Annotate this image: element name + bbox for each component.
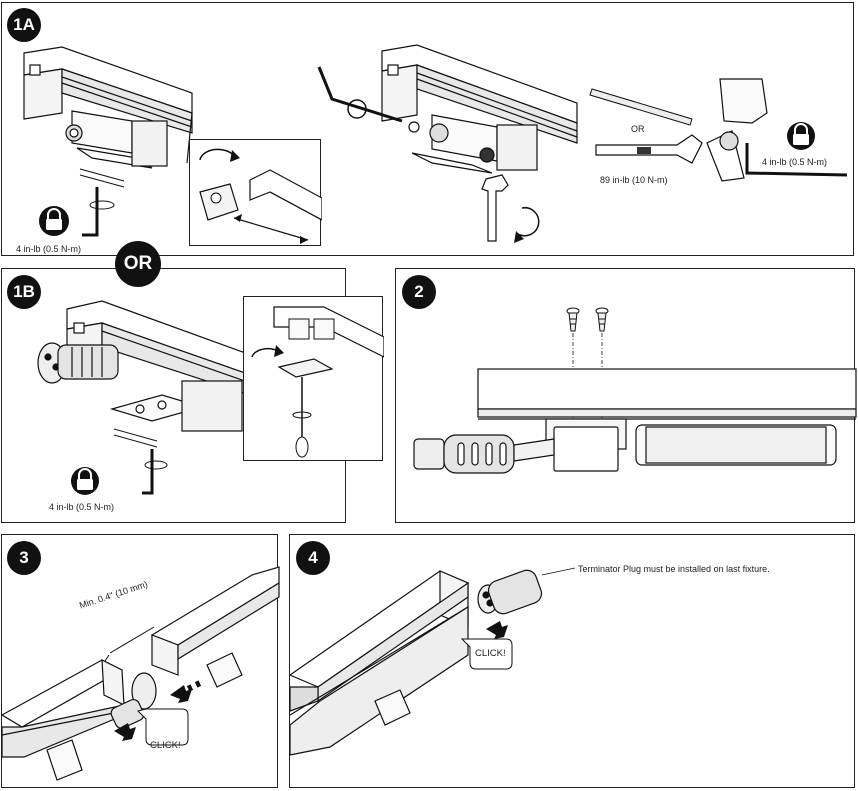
push-arrow-icon bbox=[114, 723, 136, 741]
panel-step-3: 3 bbox=[0, 534, 280, 788]
fixture-illustration-4 bbox=[288, 567, 576, 756]
inset-detail-1b bbox=[243, 296, 385, 461]
inset-bracket-illustration bbox=[199, 148, 323, 244]
lock-icon bbox=[71, 467, 99, 495]
or-label-1a: OR bbox=[631, 124, 645, 134]
panel-step-4: 4 Terminator Plug must be installed on l… bbox=[288, 534, 855, 788]
torque-label-1a-wrench: 89 in-lb (10 N-m) bbox=[600, 175, 668, 185]
panel-step-1a: 1A bbox=[1, 2, 854, 256]
step-badge-2: 2 bbox=[402, 275, 436, 309]
lock-icon bbox=[787, 122, 815, 150]
push-arrow-icon bbox=[170, 680, 202, 703]
step-badge-3: 3 bbox=[7, 541, 41, 575]
torque-label-1a-lock: 4 in-lb (0.5 N-m) bbox=[16, 244, 82, 254]
click-label-4: CLICK! bbox=[475, 648, 506, 659]
torque-label-1b: 4 in-lb (0.5 N-m) bbox=[49, 502, 115, 512]
screw-icon bbox=[566, 307, 580, 332]
torque-label-1a-right: 4 in-lb (0.5 N-m) bbox=[762, 157, 828, 167]
fixture-illustration-1b bbox=[37, 300, 263, 495]
panel-step-2: 2 bbox=[395, 268, 857, 523]
fixture-illustration-2 bbox=[413, 307, 857, 474]
panel-step-1b: 1B bbox=[1, 268, 385, 523]
step-badge-1b: 1B bbox=[7, 275, 41, 309]
terminator-note-4: Terminator Plug must be installed on las… bbox=[578, 564, 770, 574]
hex-key-icon bbox=[317, 66, 403, 123]
push-arrow-icon bbox=[486, 621, 508, 639]
lock-icon bbox=[39, 206, 69, 236]
step-badge-4: 4 bbox=[296, 541, 330, 575]
fixture-illustration-3 bbox=[0, 566, 280, 781]
inset-bracket-illustration-1b bbox=[251, 306, 385, 458]
screw-icon bbox=[595, 307, 609, 332]
fixture-illustration-1a bbox=[23, 44, 848, 243]
click-label-3: CLICK! bbox=[150, 740, 181, 751]
wrench-icon bbox=[481, 174, 509, 242]
inset-detail-1a bbox=[189, 139, 323, 246]
or-badge: OR bbox=[115, 241, 161, 287]
rotate-arrow-icon bbox=[89, 200, 115, 210]
step-badge-1a: 1A bbox=[7, 8, 41, 42]
